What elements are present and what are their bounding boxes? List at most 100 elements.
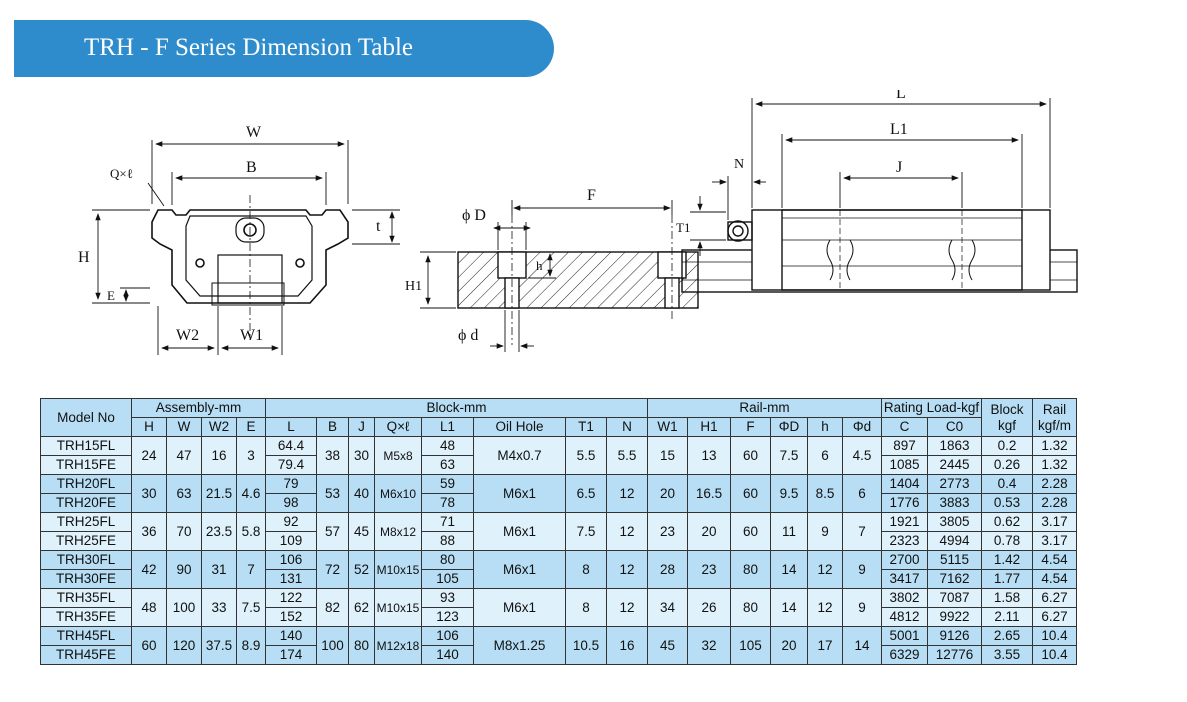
cell-Q: M5x8 xyxy=(374,436,422,475)
cell-T1: 8 xyxy=(565,550,607,589)
side-view xyxy=(681,209,1078,293)
cell-rail-PhiD: 14 xyxy=(770,550,808,589)
cell-Q: M10x15 xyxy=(374,550,422,589)
cell-W2: 16 xyxy=(201,436,237,475)
cell-rail-F: 60 xyxy=(730,512,771,551)
cell-L1: 140 xyxy=(421,645,474,665)
col-header: h xyxy=(807,417,843,437)
cell-rating-C: 1404 xyxy=(881,474,928,494)
cell-B: 38 xyxy=(316,436,349,475)
cell-rail-kgf: 4.54 xyxy=(1032,550,1077,570)
cell-oil-hole: M6x1 xyxy=(473,550,566,589)
front-view xyxy=(151,195,349,340)
cell-L: 109 xyxy=(265,531,317,551)
cell-model: TRH45FL xyxy=(40,626,132,646)
header-model: Model No xyxy=(40,398,132,437)
cell-rail-H1: 23 xyxy=(687,550,731,589)
cell-block-kgf: 0.4 xyxy=(981,474,1033,494)
dim-label-W: W xyxy=(246,124,262,141)
cell-B: 53 xyxy=(316,474,349,513)
col-header: T1 xyxy=(565,417,607,437)
cell-T1: 6.5 xyxy=(565,474,607,513)
cell-T1: 8 xyxy=(565,588,607,627)
col-header: Φd xyxy=(842,417,882,437)
cell-L1: 71 xyxy=(421,512,474,532)
cell-W: 120 xyxy=(166,626,202,665)
cell-L1: 106 xyxy=(421,626,474,646)
cell-L: 140 xyxy=(265,626,317,646)
cell-rail-Phid: 14 xyxy=(842,626,882,665)
cell-rating-C: 5001 xyxy=(881,626,928,646)
cell-L1: 48 xyxy=(421,436,474,456)
cell-L1: 78 xyxy=(421,493,474,513)
col-header: J xyxy=(348,417,375,437)
cell-rating-C0: 9126 xyxy=(927,626,982,646)
cell-B: 100 xyxy=(316,626,349,665)
cell-L: 79.4 xyxy=(265,455,317,475)
cell-rail-W1: 28 xyxy=(647,550,688,589)
cell-rail-kgf: 1.32 xyxy=(1032,436,1077,456)
cell-rating-C0: 12776 xyxy=(927,645,982,665)
cell-H: 36 xyxy=(131,512,167,551)
cell-block-kgf: 0.53 xyxy=(981,493,1033,513)
cell-H: 30 xyxy=(131,474,167,513)
cell-N: 5.5 xyxy=(606,436,648,475)
cell-rating-C0: 3883 xyxy=(927,493,982,513)
cell-L: 131 xyxy=(265,569,317,589)
cell-rail-W1: 20 xyxy=(647,474,688,513)
cell-block-kgf: 0.2 xyxy=(981,436,1033,456)
page-title: TRH - F Series Dimension Table xyxy=(84,34,414,61)
cell-L1: 63 xyxy=(421,455,474,475)
cell-rail-F: 105 xyxy=(730,626,771,665)
cell-rail-kgf: 6.27 xyxy=(1032,588,1077,608)
cell-rating-C0: 7162 xyxy=(927,569,982,589)
cell-L: 122 xyxy=(265,588,317,608)
cell-T1: 7.5 xyxy=(565,512,607,551)
col-header: E xyxy=(236,417,266,437)
cell-rating-C: 4812 xyxy=(881,607,928,627)
cell-rating-C: 1921 xyxy=(881,512,928,532)
cell-N: 16 xyxy=(606,626,648,665)
dim-label-T1: T1 xyxy=(676,220,690,235)
cell-rail-h: 6 xyxy=(807,436,843,475)
cell-block-kgf: 0.26 xyxy=(981,455,1033,475)
cell-L: 64.4 xyxy=(265,436,317,456)
cell-model: TRH25FL xyxy=(40,512,132,532)
cell-rail-F: 60 xyxy=(730,436,771,475)
cell-L1: 105 xyxy=(421,569,474,589)
cell-rail-W1: 23 xyxy=(647,512,688,551)
cell-E: 5.8 xyxy=(236,512,266,551)
dim-label-B: B xyxy=(246,159,257,176)
cell-L1: 123 xyxy=(421,607,474,627)
cell-model: TRH15FL xyxy=(40,436,132,456)
cell-Q: M10x15 xyxy=(374,588,422,627)
cell-rail-kgf: 10.4 xyxy=(1032,626,1077,646)
cell-block-kgf: 0.78 xyxy=(981,531,1033,551)
cell-rail-Phid: 6 xyxy=(842,474,882,513)
cell-rating-C0: 2773 xyxy=(927,474,982,494)
cell-B: 82 xyxy=(316,588,349,627)
col-header: C0 xyxy=(927,417,982,437)
cell-W: 47 xyxy=(166,436,202,475)
dim-label-H1: H1 xyxy=(405,279,422,294)
cell-E: 7.5 xyxy=(236,588,266,627)
cell-rail-Phid: 4.5 xyxy=(842,436,882,475)
cell-rating-C: 3417 xyxy=(881,569,928,589)
cell-rail-H1: 16.5 xyxy=(687,474,731,513)
rail-dimensions xyxy=(420,200,673,352)
header-rating: Rating Load-kgf xyxy=(881,398,982,418)
cell-rail-kgf: 4.54 xyxy=(1032,569,1077,589)
col-header: F xyxy=(730,417,771,437)
dim-label-F: F xyxy=(587,187,596,204)
header-block-kgf: Block kgf xyxy=(981,398,1033,437)
cell-model: TRH35FE xyxy=(40,607,132,627)
dim-label-t: t xyxy=(376,218,381,235)
col-header: W1 xyxy=(647,417,688,437)
side-dimensions xyxy=(690,98,1051,256)
cell-J: 45 xyxy=(348,512,375,551)
